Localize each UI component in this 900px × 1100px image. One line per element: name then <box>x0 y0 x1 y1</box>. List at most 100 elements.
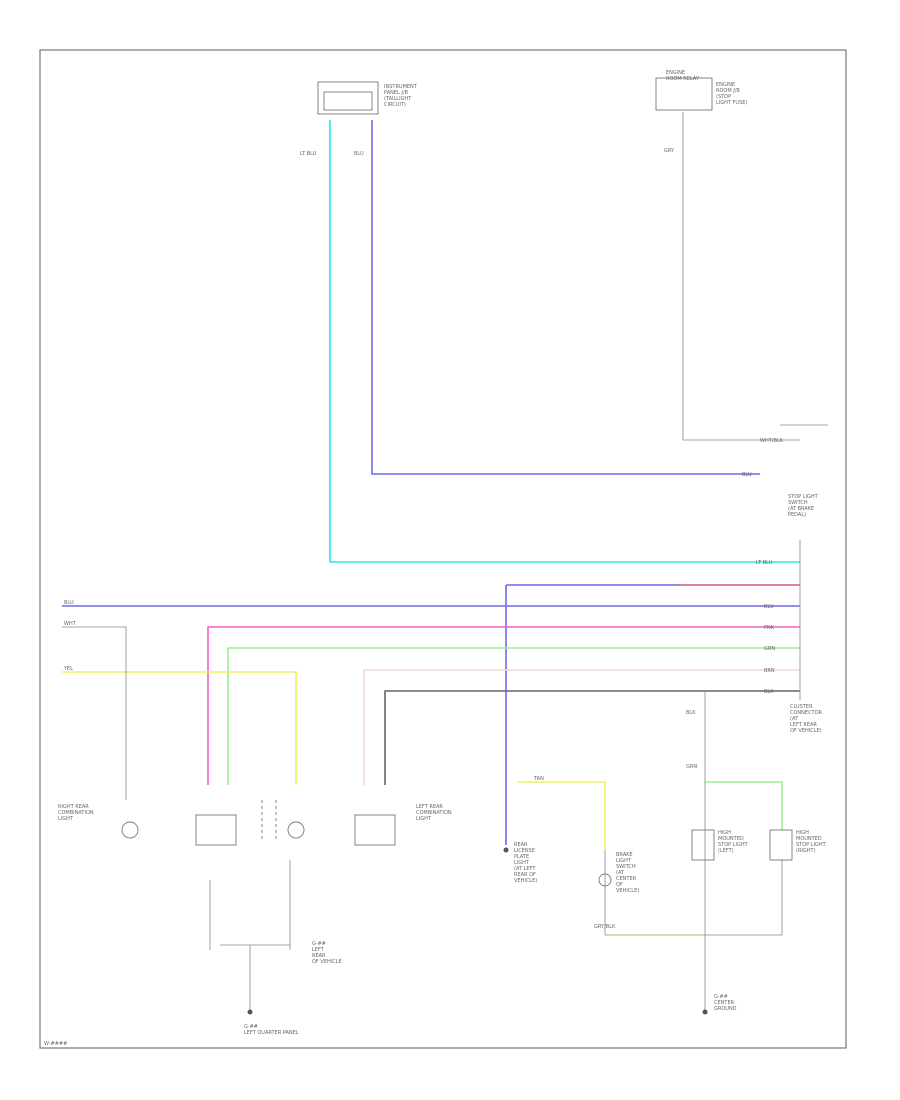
label-instrument-panel-line-1: PANEL J/B <box>384 90 409 96</box>
label-rear-license-line-1: LICENSE <box>514 848 535 854</box>
wire-yellow <box>62 671 297 785</box>
label-engine-room-top-line-1: ROOM RELAY <box>666 76 700 82</box>
label-high-mount-left-line-3: (LEFT) <box>718 848 734 854</box>
label-ground-left-line-3: OF VEHICLE <box>312 959 342 965</box>
label-left-rear-combo-line-1: COMBINATION <box>416 810 452 816</box>
label-rear-license-line-6: VEHICLE) <box>514 878 537 884</box>
wire-label-blu-left: BLU <box>64 600 74 606</box>
instrument-panel-fuse-inner <box>323 91 373 111</box>
label-stop-switch-line-1: SWITCH <box>788 500 808 506</box>
wire-label-blu-right: BLU <box>764 604 774 610</box>
label-right-rear-combo-line-1: COMBINATION <box>58 810 94 816</box>
wire-label-yel-left: YEL <box>63 666 73 672</box>
label-brake-light-line-6: VEHICLE) <box>616 888 639 894</box>
wires-group <box>62 112 828 1010</box>
label-rear-license-line-5: REAR OF <box>514 872 536 878</box>
label-high-mount-right-line-1: MOUNTED <box>796 836 822 842</box>
engine-room-relay-box <box>655 77 713 111</box>
label-stop-switch-line-3: PEDAL) <box>788 512 806 518</box>
label-high-mount-right-line-0: HIGH <box>796 830 809 836</box>
label-instrument-panel-line-0: INSTRUMENT <box>384 84 418 90</box>
right-high-mount-bulb <box>769 829 793 861</box>
wire-label-grn-right: GRN <box>764 646 775 652</box>
right-ground-dot <box>702 1009 708 1015</box>
wire-label-pnk-right: PNK <box>764 625 775 631</box>
label-engine-room-top-line-0: ENGINE <box>666 70 685 76</box>
label-cluster-connector-line-0: CLUSTER <box>790 704 813 710</box>
label-brake-light-line-5: OF <box>616 882 623 888</box>
wire-blue-stop <box>371 120 760 475</box>
wire-white-left <box>62 626 127 800</box>
label-engine-room-line-1: ROOM J/B <box>716 88 740 94</box>
label-rear-license-line-2: PLATE <box>514 854 529 860</box>
wire-label-stop: GRY/BLK <box>594 924 616 930</box>
label-brake-light-line-2: SWITCH <box>616 864 636 870</box>
label-left-rear-combo-line-2: LIGHT <box>416 816 432 822</box>
left-rear-socket <box>354 814 396 846</box>
wire-pink <box>207 626 800 785</box>
label-brake-light-line-3: (AT <box>616 870 625 876</box>
label-high-mount-left-line-2: STOP LIGHT <box>718 842 749 848</box>
diagram-frame <box>39 49 847 1049</box>
label-brake-light-line-0: BRAKE <box>616 852 633 858</box>
label-right-rear-combo-line-0: RIGHT REAR <box>58 804 89 810</box>
label-cluster-connector-line-4: OF VEHICLE) <box>790 728 822 734</box>
wire-gray-engine <box>682 112 800 441</box>
label-ground-right-line-0: G·## <box>714 994 728 1000</box>
wire-label-blk-center: BLK <box>686 710 696 716</box>
left-ground-dot <box>247 1009 253 1015</box>
label-high-mount-right-line-3: (RIGHT) <box>796 848 816 854</box>
label-high-mount-left-line-0: HIGH <box>718 830 731 836</box>
right-rear-bulb-icon <box>121 821 139 839</box>
wire-label-tan: TAN <box>533 776 544 782</box>
wire-label-lt-blu: LT BLU <box>300 151 317 157</box>
label-cluster-connector-line-3: LEFT REAR <box>790 722 817 728</box>
label-instrument-panel-line-3: CIRCUIT) <box>384 102 406 108</box>
wire-label-blk-right: BLK <box>764 689 774 695</box>
wire-pale-pink <box>363 669 800 785</box>
label-stop-switch-line-0: STOP LIGHT <box>788 494 819 500</box>
label-ground-left-line-2: REAR <box>312 953 326 959</box>
brake-switch-icon <box>598 873 612 887</box>
label-cluster-connector-line-1: CONNECTOR <box>790 710 823 716</box>
wire-label-grn-center: GRN <box>686 764 697 770</box>
left-rear-bulb-icon <box>287 821 305 839</box>
label-engine-room-line-0: ENGINE <box>716 82 735 88</box>
license-ground-dot <box>503 847 509 853</box>
footer-code: W·#### <box>44 1041 67 1047</box>
label-ground-center-line-0: G·## <box>244 1024 258 1030</box>
wire-label-blu: BLU <box>354 151 364 157</box>
wire-label-wht-left: WHT <box>64 621 77 627</box>
label-left-rear-combo-line-0: LEFT REAR <box>416 804 443 810</box>
label-engine-room-line-2: (STOP <box>716 94 731 100</box>
components-group <box>121 77 793 1015</box>
wire-light-blue <box>329 120 800 563</box>
wire-label-brn-right: BRN <box>764 668 775 674</box>
label-ground-left-line-0: G·## <box>312 941 326 947</box>
wire-label-lt-blu-right: LT BLU <box>756 560 773 566</box>
left-high-mount-bulb <box>691 829 715 861</box>
label-rear-license-line-3: LIGHT <box>514 860 530 866</box>
right-rear-socket <box>195 814 237 846</box>
instrument-panel-fuse-box <box>317 81 379 115</box>
label-ground-left-line-1: LEFT <box>312 947 325 953</box>
label-high-mount-right-line-2: STOP LIGHT <box>796 842 827 848</box>
wire-label-blu-stop: BLU <box>742 472 752 478</box>
wire-green <box>227 647 800 785</box>
label-right-rear-combo-line-2: LIGHT <box>58 816 74 822</box>
label-ground-right-line-1: CENTER <box>714 1000 735 1006</box>
label-engine-room-line-3: LIGHT FUSE) <box>716 100 747 106</box>
label-stop-switch-line-2: (AT BRAKE <box>788 506 814 512</box>
label-instrument-panel-line-2: (TAILLIGHT <box>384 96 412 102</box>
wire-green-rear <box>705 781 783 830</box>
label-rear-license-line-0: REAR <box>514 842 528 848</box>
label-high-mount-left-line-1: MOUNTED <box>718 836 744 842</box>
label-rear-license-line-4: (AT LEFT <box>514 866 536 872</box>
label-brake-light-line-4: CENTER <box>616 876 637 882</box>
label-brake-light-line-1: LIGHT <box>616 858 632 864</box>
label-ground-center-line-1: LEFT QUARTER PANEL <box>244 1030 299 1036</box>
label-cluster-connector-line-2: (AT <box>790 716 799 722</box>
wire-label-wht-blk: WHT/BLK <box>760 438 784 444</box>
